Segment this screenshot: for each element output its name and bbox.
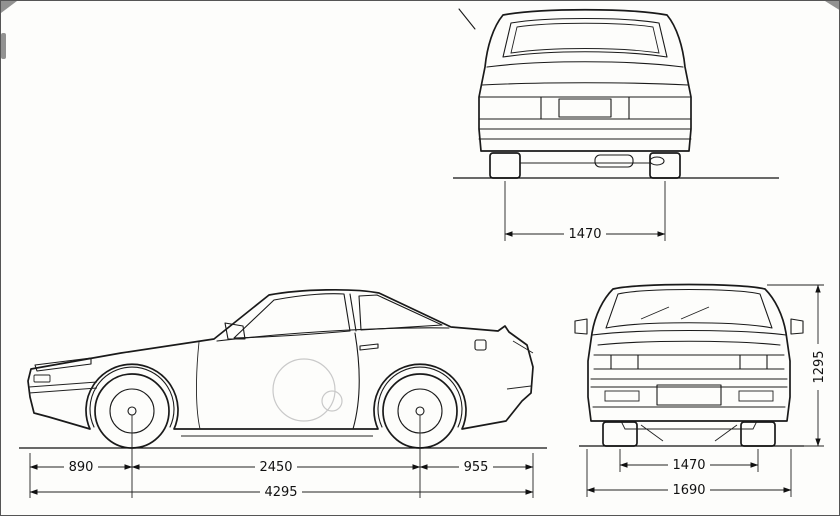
antenna-line (458, 8, 476, 30)
hood-line (597, 340, 781, 346)
shoulder-line (486, 61, 684, 68)
right-mirror (790, 318, 804, 335)
scan-circle-mark (272, 358, 336, 422)
door-handle (359, 343, 379, 351)
dim-overall-width: 1690 (586, 449, 792, 498)
rear-window-inner (510, 22, 660, 54)
rear-left-tire (489, 152, 521, 179)
fuel-lid (474, 339, 487, 351)
front-right-tire (740, 421, 776, 447)
extension-lines (504, 181, 666, 241)
overall-length-label: 4295 (264, 485, 297, 500)
trunk-line (481, 82, 689, 86)
front-body-outline (587, 283, 791, 422)
b-pillar (349, 293, 357, 332)
door-window (233, 293, 351, 339)
quarter-window (358, 294, 443, 331)
overall-height-label: 1295 (812, 350, 827, 383)
rear-wheel-hub (415, 406, 425, 416)
rear-overhang-label: 955 (464, 460, 489, 475)
rear-bumper-strip (506, 385, 532, 390)
headlight-grille-band (593, 354, 785, 370)
exhaust-tip (649, 156, 665, 166)
dim-front-track: 1470 (619, 449, 759, 473)
rear-arch-lip (377, 366, 463, 428)
side-view-drawing (19, 288, 547, 449)
wheelbase-label: 2450 (259, 460, 292, 475)
front-arch-lip (89, 366, 175, 428)
front-license-plate (656, 384, 722, 406)
side-mirror (224, 322, 246, 340)
rear-license-plate (558, 98, 612, 118)
scan-circle-mark-small (321, 390, 343, 412)
beltline (216, 327, 450, 342)
side-body-outline (27, 288, 534, 430)
extension-lines (29, 415, 534, 498)
rear-bumper-lines (478, 128, 692, 140)
front-bumper-strip (28, 381, 98, 394)
overall-width-label: 1690 (672, 483, 705, 498)
taillight-seam (512, 340, 534, 354)
front-view-drawing (574, 283, 804, 447)
rear-window (502, 17, 668, 58)
dim-side-lengths: 890 2450 955 4295 (29, 415, 534, 500)
muffler (594, 154, 634, 168)
side-marker-lamp (33, 374, 51, 383)
left-mirror (574, 318, 588, 335)
air-dam (620, 420, 758, 430)
rear-track-label: 1470 (568, 227, 601, 242)
windshield (605, 288, 773, 329)
scan-artifacts (1, 1, 839, 59)
front-track-label: 1470 (672, 458, 705, 473)
cowl-line (591, 329, 787, 336)
right-vent (738, 390, 774, 402)
headlight-line (34, 357, 92, 372)
fender-seam (196, 341, 201, 430)
rear-view-drawing (453, 8, 779, 179)
dim-overall-height: 1295 (767, 284, 827, 447)
door-cut-line (352, 332, 360, 430)
suspension-lines (640, 424, 738, 442)
front-overhang-label: 890 (69, 460, 94, 475)
taillight-panel (479, 96, 691, 120)
left-vent (604, 390, 640, 402)
front-left-tire (602, 421, 638, 447)
dim-rear-track: 1470 (504, 181, 666, 242)
front-bumper-lines (590, 378, 788, 408)
rear-body-outline (478, 8, 692, 152)
extension-lines (619, 449, 759, 472)
front-wheel-hub (127, 406, 137, 416)
wiper-lines (640, 306, 710, 320)
